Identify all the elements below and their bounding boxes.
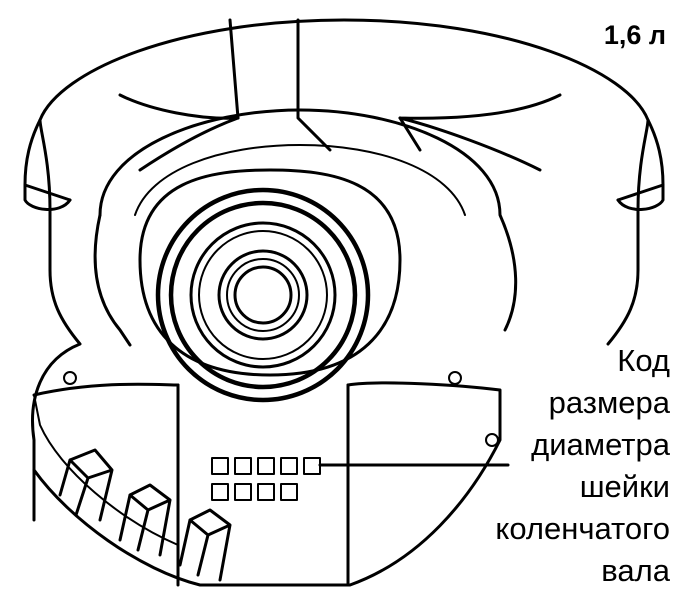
engine-volume-label: 1,6 л xyxy=(603,20,666,50)
seal-ring-3 xyxy=(189,221,337,369)
callout-line: шейки xyxy=(579,469,670,504)
seal-boss xyxy=(138,168,402,377)
code-box xyxy=(234,457,252,475)
cap-inner-contour xyxy=(134,144,466,216)
stud-3 xyxy=(178,508,232,582)
callout-line: размера xyxy=(548,385,670,420)
housing-top-curve xyxy=(23,118,665,202)
lower-block-divider xyxy=(176,383,350,587)
code-box xyxy=(234,483,252,501)
code-box xyxy=(257,457,275,475)
seal-ring-4 xyxy=(198,230,328,360)
stud-1 xyxy=(58,448,114,522)
lower-block-outline xyxy=(32,381,502,587)
rib-center xyxy=(228,18,422,152)
seal-ring-outer xyxy=(155,187,371,403)
seal-ring-inner xyxy=(233,265,293,325)
housing-right-tab xyxy=(616,183,665,211)
left-bolt xyxy=(63,371,77,385)
callout-line: диаметра xyxy=(531,427,670,462)
right-side-bolt xyxy=(485,433,499,447)
callout-line: вала xyxy=(601,553,670,588)
callout-line: коленчатого xyxy=(495,511,670,546)
cap-left-side xyxy=(93,213,132,347)
callout-line: Код xyxy=(617,343,670,378)
code-box xyxy=(257,483,275,501)
code-box xyxy=(211,457,229,475)
housing-outline xyxy=(31,18,650,522)
rib-right xyxy=(398,93,562,172)
code-box xyxy=(211,483,229,501)
code-box xyxy=(280,483,298,501)
housing-left-tab xyxy=(23,183,72,211)
seal-ring-2 xyxy=(168,200,358,390)
code-box xyxy=(280,457,298,475)
right-bolt xyxy=(448,371,462,385)
stud-2 xyxy=(118,483,172,557)
code-box-grid xyxy=(211,457,321,501)
callout-label: Код размера диаметра шейки коленчатого в… xyxy=(495,340,670,592)
seal-ring-5 xyxy=(217,249,309,341)
lower-block-step xyxy=(33,394,179,546)
seal-ring-6 xyxy=(226,258,300,332)
code-box xyxy=(303,457,321,475)
cap-dome xyxy=(98,108,518,332)
